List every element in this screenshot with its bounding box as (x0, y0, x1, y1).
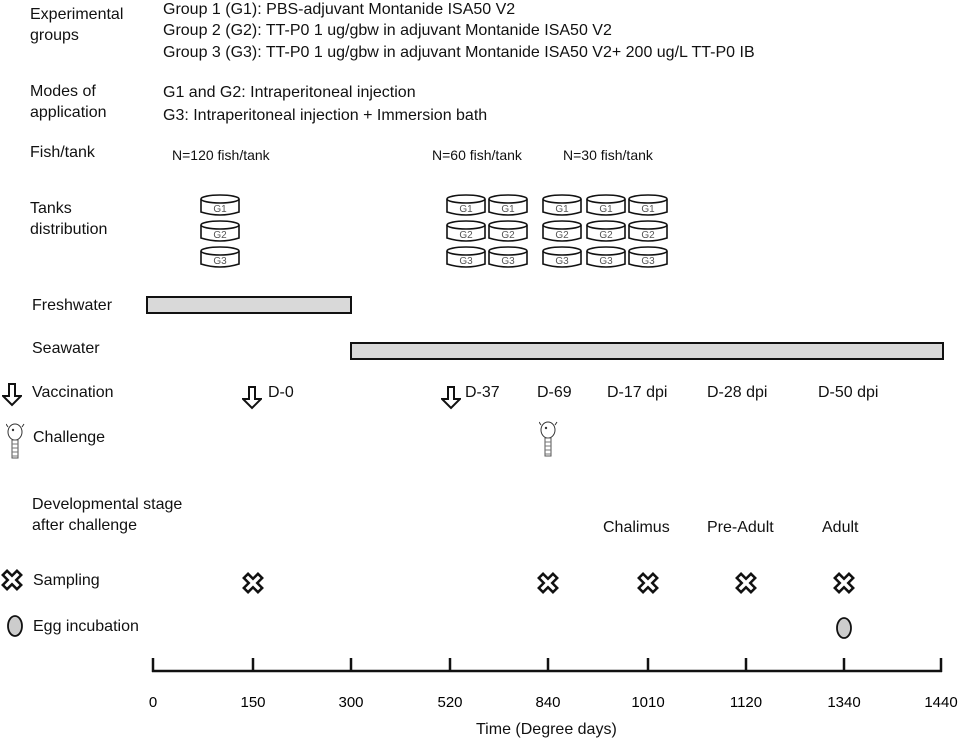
stage-adult: Adult (822, 519, 859, 536)
svg-text:G2: G2 (213, 230, 227, 241)
tank-icon-g3: G3 (199, 245, 241, 269)
tank-icon-g2: G2 (445, 219, 487, 243)
tank-icon-g2: G2 (585, 219, 627, 243)
axis-tick-label: 0 (149, 694, 157, 711)
svg-text:G3: G3 (213, 256, 227, 267)
tank-icon-g1: G1 (627, 193, 669, 217)
freshwater-bar (146, 296, 352, 314)
axis-tick-label: 840 (535, 694, 560, 711)
group-1-text: Group 1 (G1): PBS-adjuvant Montanide ISA… (163, 1, 516, 18)
axis-tick-label: 300 (338, 694, 363, 711)
tank-icon-g1: G1 (585, 193, 627, 217)
tank-icon-g3: G3 (585, 245, 627, 269)
sea-louse-icon (538, 420, 559, 466)
tank-icon-g3: G3 (627, 245, 669, 269)
svg-text:G3: G3 (555, 256, 569, 267)
label-fish-tank: Fish/tank (30, 144, 95, 161)
sea-louse-icon (5, 422, 26, 468)
down-arrow-icon (0, 383, 24, 407)
axis-title: Time (Degree days) (476, 721, 617, 738)
svg-text:G1: G1 (213, 204, 227, 215)
axis-tick-label: 520 (437, 694, 462, 711)
tank-icon-g2: G2 (627, 219, 669, 243)
label-tanks-distribution: Tanks distribution (30, 200, 108, 238)
down-arrow-icon (240, 386, 264, 410)
fish-count-30: N=30 fish/tank (563, 147, 653, 163)
event-d69: D-69 (537, 384, 572, 401)
tank-icon-g3: G3 (487, 245, 529, 269)
stage-chalimus: Chalimus (603, 519, 670, 536)
tank-icon-g2: G2 (199, 219, 241, 243)
egg-icon (6, 614, 24, 638)
tank-icon-g2: G2 (541, 219, 583, 243)
sampling-cross-icon (833, 572, 855, 594)
label-modes-of-application: Modes of application (30, 83, 107, 121)
svg-text:G3: G3 (641, 256, 655, 267)
tank-icon-g3: G3 (541, 245, 583, 269)
sampling-cross-icon (242, 572, 264, 594)
egg-icon (835, 616, 853, 640)
svg-text:G2: G2 (501, 230, 515, 241)
sampling-cross-icon (537, 572, 559, 594)
label-seawater: Seawater (32, 340, 100, 357)
svg-text:G3: G3 (459, 256, 473, 267)
axis-tick-label: 1120 (730, 694, 762, 711)
event-d17-dpi: D-17 dpi (607, 384, 668, 401)
event-d0: D-0 (268, 384, 294, 401)
down-arrow-icon (439, 386, 463, 410)
svg-text:G2: G2 (641, 230, 655, 241)
svg-text:G3: G3 (501, 256, 515, 267)
label-egg-incubation: Egg incubation (33, 618, 139, 635)
svg-text:G1: G1 (599, 204, 613, 215)
fish-count-120: N=120 fish/tank (172, 147, 270, 163)
stage-pre-adult: Pre-Adult (707, 519, 774, 536)
sampling-cross-icon (735, 572, 757, 594)
seawater-bar (350, 342, 944, 360)
svg-text:G1: G1 (501, 204, 515, 215)
tank-icon-g1: G1 (487, 193, 529, 217)
fish-count-60: N=60 fish/tank (432, 147, 522, 163)
group-3-text: Group 3 (G3): TT-P0 1 ug/gbw in adjuvant… (163, 44, 755, 61)
axis-tick-label: 1010 (631, 694, 664, 711)
tank-icon-g1: G1 (199, 193, 241, 217)
label-challenge: Challenge (33, 429, 106, 446)
svg-text:G2: G2 (555, 230, 569, 241)
event-d37: D-37 (465, 384, 500, 401)
event-d28-dpi: D-28 dpi (707, 384, 768, 401)
mode-2-text: G3: Intraperitoneal injection + Immersio… (163, 107, 488, 124)
label-sampling: Sampling (33, 572, 100, 589)
label-vaccination: Vaccination (32, 384, 114, 401)
svg-text:G3: G3 (599, 256, 613, 267)
tank-icon-g1: G1 (541, 193, 583, 217)
label-experimental-groups: Experimental groups (30, 6, 124, 44)
tank-icon-g2: G2 (487, 219, 529, 243)
sampling-cross-icon (1, 569, 23, 591)
label-developmental-stage: Developmental stage after challenge (32, 496, 183, 534)
group-2-text: Group 2 (G2): TT-P0 1 ug/gbw in adjuvant… (163, 22, 612, 39)
axis-tick-label: 150 (240, 694, 265, 711)
axis-tick-label: 1340 (827, 694, 860, 711)
label-freshwater: Freshwater (32, 297, 113, 314)
svg-text:G1: G1 (459, 204, 473, 215)
svg-text:G1: G1 (555, 204, 569, 215)
svg-text:G1: G1 (641, 204, 655, 215)
sampling-cross-icon (637, 572, 659, 594)
svg-text:G2: G2 (459, 230, 473, 241)
tank-icon-g3: G3 (445, 245, 487, 269)
axis-tick-label: 1440 (924, 694, 957, 711)
svg-text:G2: G2 (599, 230, 613, 241)
mode-1-text: G1 and G2: Intraperitoneal injection (163, 84, 416, 101)
tank-icon-g1: G1 (445, 193, 487, 217)
event-d50-dpi: D-50 dpi (818, 384, 879, 401)
